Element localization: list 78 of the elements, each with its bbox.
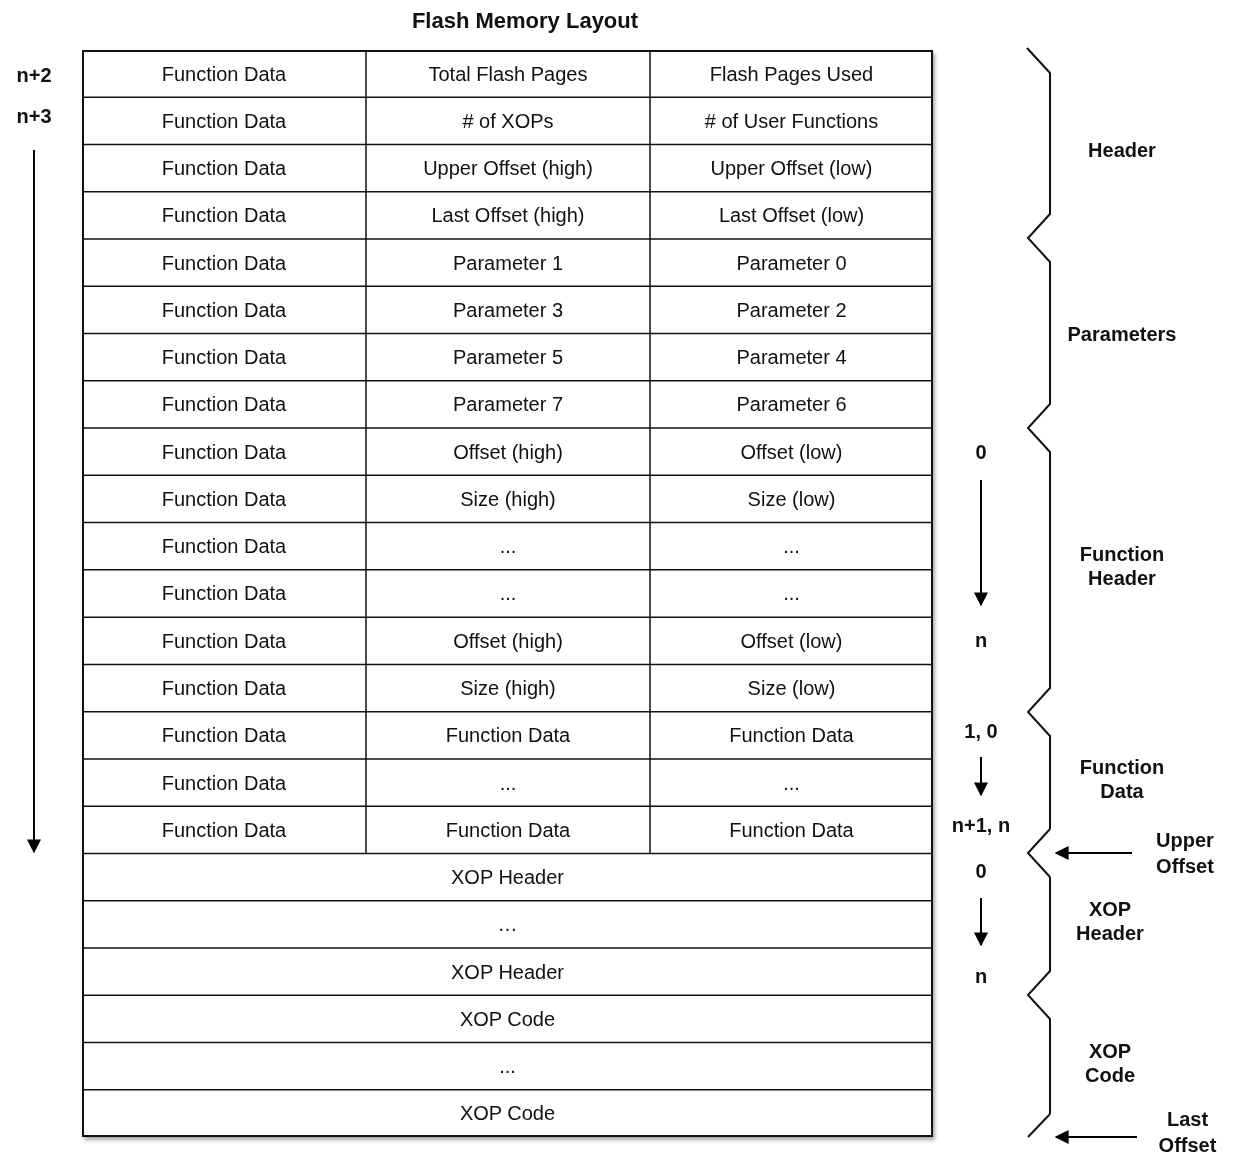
table-cell-text: Function Data xyxy=(728,817,855,843)
table-cell-text: XOP Header xyxy=(450,959,565,985)
table-cell-text: Function Data xyxy=(160,61,288,87)
index-label: n+3 xyxy=(15,104,53,129)
section-label: XOP Code xyxy=(1084,1039,1136,1088)
index-label: n xyxy=(973,964,989,989)
table-cell-text: Total Flash Pages xyxy=(427,61,589,87)
table-cell-text: XOP Header xyxy=(450,865,565,891)
table-cell-text: Function Data xyxy=(160,250,288,276)
section-label: Parameters xyxy=(1066,322,1178,347)
table-cell-text: Offset (high) xyxy=(452,439,564,465)
table-cell-text: ... xyxy=(782,534,801,560)
index-label: n+1, n xyxy=(950,813,1012,838)
table-cell-text: Function Data xyxy=(160,345,288,371)
table-cell-text: Function Data xyxy=(160,676,288,701)
table-cell-text: Function Data xyxy=(160,297,288,323)
section-label: XOP Header xyxy=(1075,897,1145,946)
table-cell-text: Function Data xyxy=(160,770,288,796)
section-label: Function Header xyxy=(1078,542,1166,591)
table-cell-text: Function Data xyxy=(160,817,288,843)
table-cell-text: Function Data xyxy=(160,392,288,418)
section-label: Header xyxy=(1087,138,1157,163)
table-cell-text: Function Data xyxy=(160,156,288,182)
table-cell-text: Size (low) xyxy=(746,676,837,701)
table-cell-text: Parameter 1 xyxy=(451,250,565,276)
table-cell-text: Upper Offset (low) xyxy=(709,156,874,182)
table-cell-text: Function Data xyxy=(160,581,288,607)
table-cell-text: Size (low) xyxy=(746,486,837,512)
table-cell-text: XOP Code xyxy=(458,1006,557,1032)
leader-arrow xyxy=(1054,846,1133,860)
table-cell-text: Flash Pages Used xyxy=(708,61,875,87)
table-cell-text: Offset (high) xyxy=(452,628,564,654)
index-label: 0 xyxy=(974,440,988,465)
table-cell-text: Function Data xyxy=(160,723,288,749)
table-cell-text: ... xyxy=(782,581,801,607)
table-cell-text: Function Data xyxy=(160,108,288,134)
table-cell-text: Offset (low) xyxy=(739,439,844,465)
table-cell-text: ... xyxy=(498,770,518,796)
brace-tip xyxy=(1026,828,1051,878)
index-label: n xyxy=(973,628,989,653)
table-cell-text: Function Data xyxy=(444,817,572,843)
index-label: 1, 0 xyxy=(963,719,999,744)
offset-label: Upper Offset xyxy=(1140,825,1230,881)
table-cell-text: Offset (low) xyxy=(739,628,844,654)
table-cell-text: XOP Code xyxy=(458,1101,557,1127)
table-cell-text: ... xyxy=(498,1054,517,1080)
index-label: 0 xyxy=(974,859,988,884)
table-cell-text: ... xyxy=(498,581,518,607)
table-cell-text: Last Offset (low) xyxy=(717,203,866,229)
table-cell-text: Parameter 6 xyxy=(735,392,848,418)
table-cell-text: Function Data xyxy=(160,203,288,229)
table-cell-text: Parameter 5 xyxy=(451,345,565,371)
table-cell-text: Last Offset (high) xyxy=(430,203,586,229)
table-cell-text: Function Data xyxy=(444,723,572,749)
table-cell-text: ... xyxy=(782,770,801,796)
table-cell-text: # of User Functions xyxy=(703,108,880,134)
leader-arrow xyxy=(1054,1130,1138,1144)
table-cell-text: # of XOPs xyxy=(461,108,555,134)
offset-label: Last Offset xyxy=(1145,1106,1230,1158)
table-cell-text: Size (high) xyxy=(459,486,557,512)
table-cell-text: Function Data xyxy=(160,534,288,560)
table-cell-text: Size (high) xyxy=(459,676,557,701)
table-cell-text: Parameter 2 xyxy=(735,297,848,323)
table-cell-text: Function Data xyxy=(160,439,288,465)
brace-tip xyxy=(1027,1113,1051,1138)
diagram-title: Flash Memory Layout xyxy=(410,6,640,35)
table-cell-text: Parameter 3 xyxy=(451,297,565,323)
table-cell-text: ... xyxy=(498,534,518,560)
table-cell-text: … xyxy=(496,912,519,938)
table-cell-text: Function Data xyxy=(728,723,855,749)
table-cell-text: Parameter 4 xyxy=(735,345,848,371)
section-label: Function Data xyxy=(1078,755,1166,804)
table-cell-text: Upper Offset (high) xyxy=(422,156,594,182)
table-cell-text: Parameter 7 xyxy=(451,392,565,418)
table-cell-text: Parameter 0 xyxy=(735,250,848,276)
index-label: n+2 xyxy=(15,63,53,88)
table-cell-text: Function Data xyxy=(160,486,288,512)
table-cell-text: Function Data xyxy=(160,628,288,654)
